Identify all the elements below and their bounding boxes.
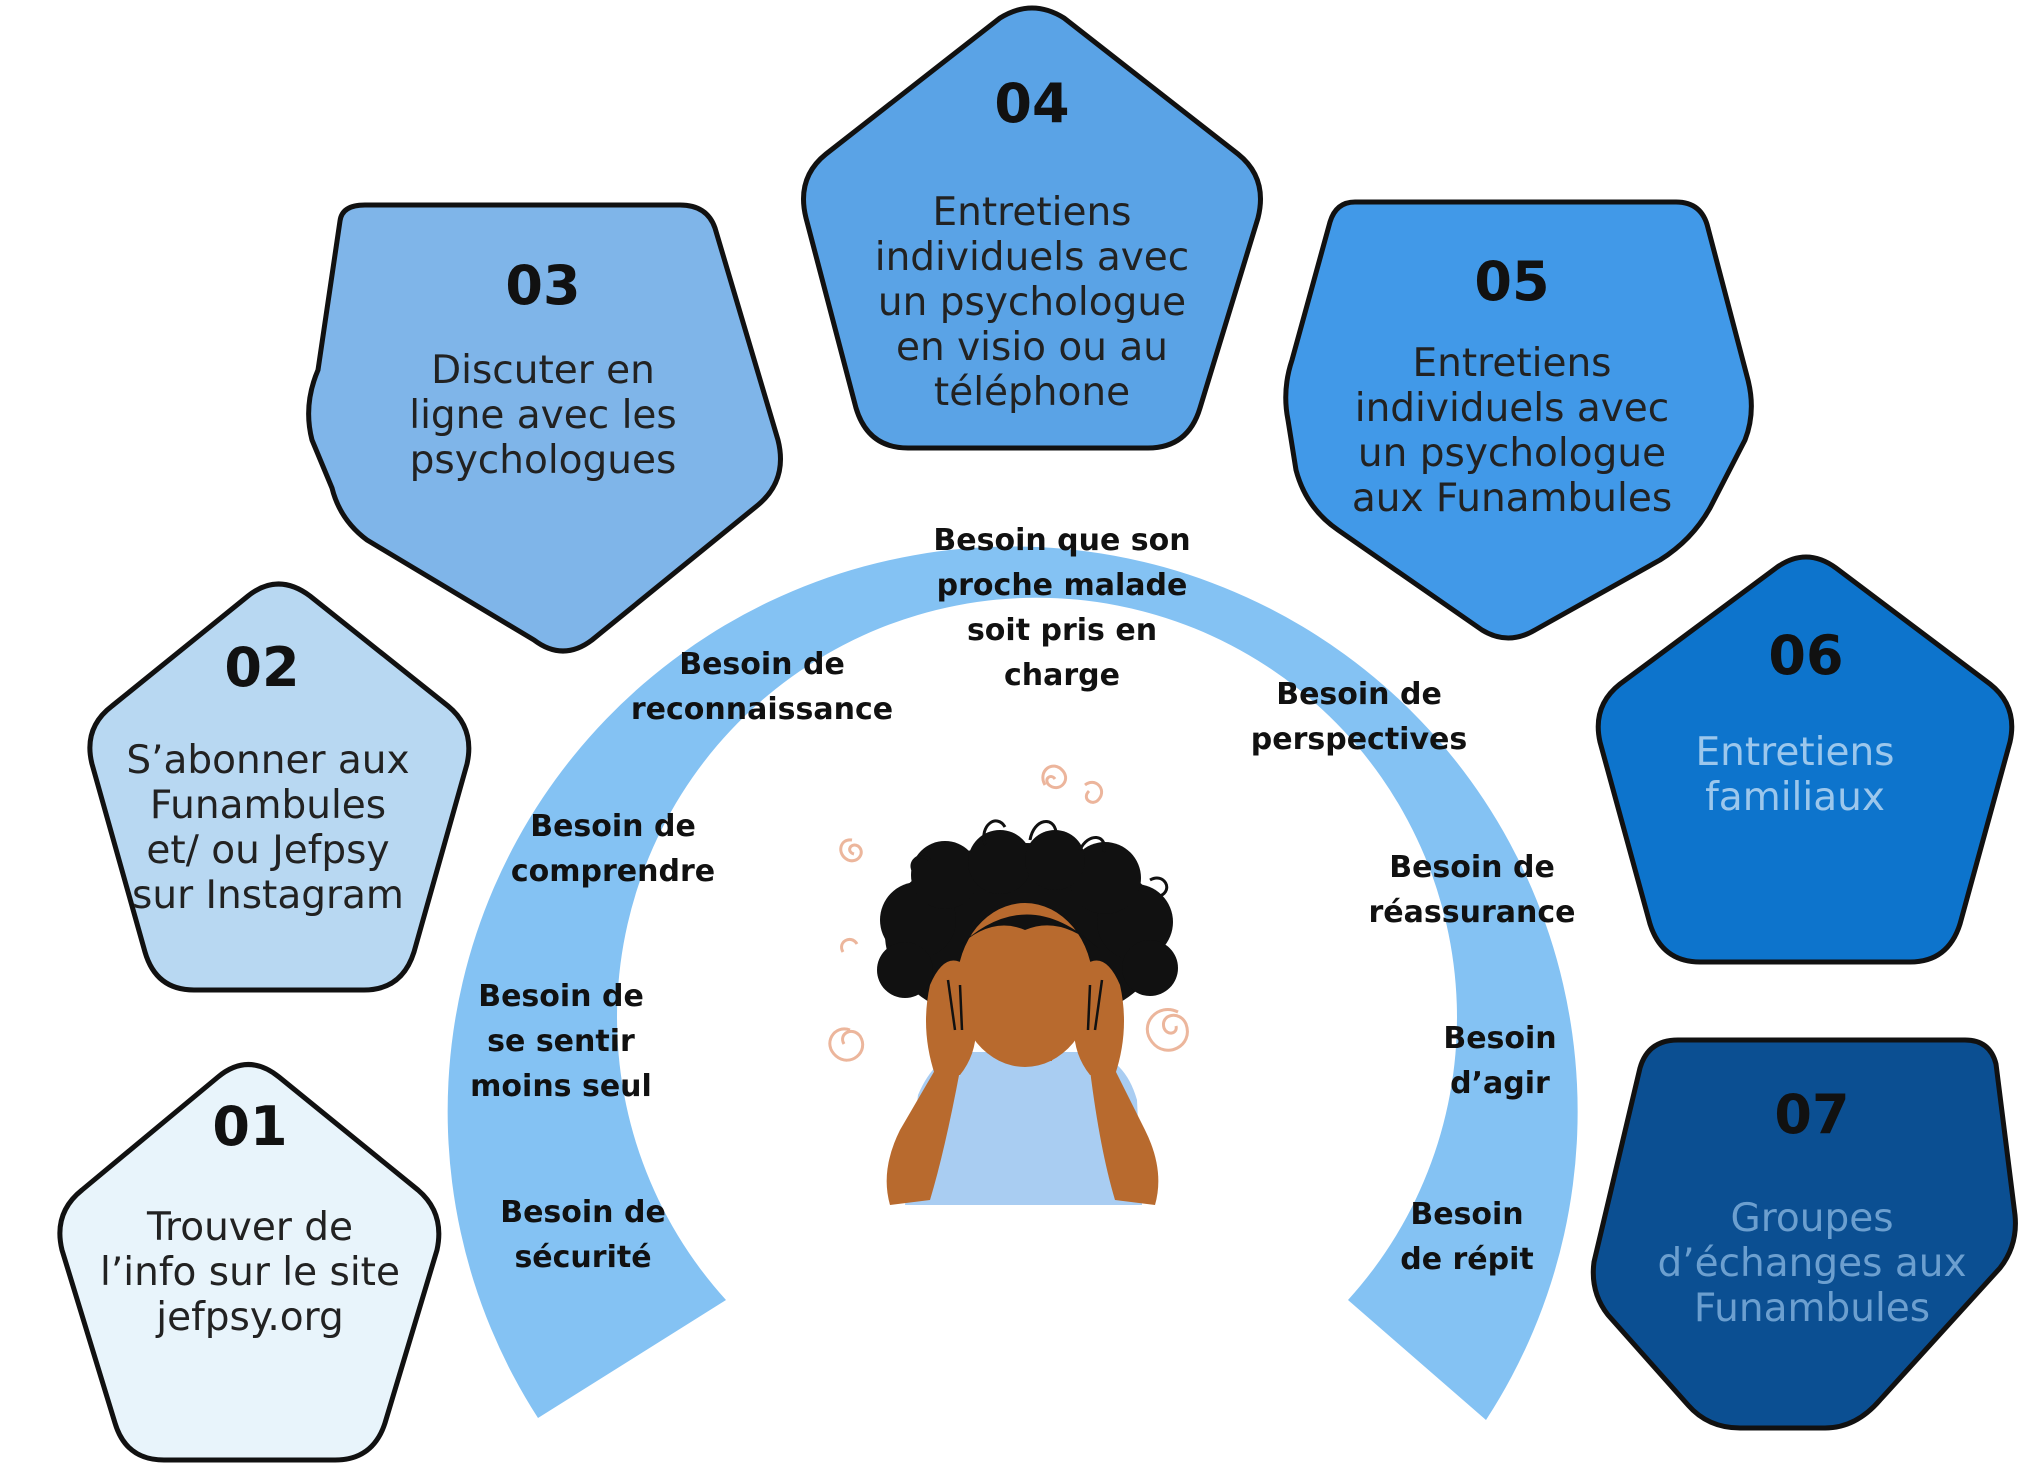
step-number: 02 — [224, 636, 299, 699]
stress-swirls — [828, 764, 1189, 1062]
text-line: Besoin — [1443, 1021, 1556, 1056]
text-line: en visio ou au — [896, 325, 1168, 370]
text-line: proche malade — [937, 568, 1188, 603]
text-line: individuels avec — [1355, 386, 1670, 431]
need-label-reassurance: Besoin de réassurance — [1369, 850, 1576, 930]
arms-shape — [886, 1070, 1159, 1205]
need-label-reconnaissance: Besoin de reconnaissance — [631, 647, 893, 727]
text-line: ligne avec les — [409, 393, 677, 438]
face-bangs — [955, 914, 1098, 950]
text-line: réassurance — [1369, 895, 1576, 930]
text-line: Entretiens — [1413, 341, 1612, 386]
text-line: l’info sur le site — [100, 1250, 400, 1295]
hands-shape — [926, 960, 1124, 1075]
text-line: S’abonner aux — [126, 738, 409, 783]
step-pentagon — [801, 5, 1263, 451]
text-line: de répit — [1400, 1242, 1534, 1277]
text-line: Besoin de — [1276, 677, 1442, 712]
text-line: Besoin de — [679, 647, 845, 682]
step-pentagon — [1283, 199, 1754, 641]
text-line: Entretiens — [933, 190, 1132, 235]
text-line: Besoin de — [1389, 850, 1555, 885]
text-line: charge — [1004, 658, 1120, 693]
text-line: aux Funambules — [1352, 476, 1672, 521]
needs-arc — [447, 546, 1578, 1420]
need-label-comprendre: Besoin de comprendre — [511, 809, 715, 889]
face-shape — [957, 903, 1093, 1067]
need-label-moins-seul: Besoin de se sentir moins seul — [470, 979, 652, 1104]
text-line: familiaux — [1705, 775, 1885, 820]
step-number: 01 — [212, 1095, 287, 1158]
text-line: d’échanges aux — [1657, 1241, 1966, 1286]
finger-lines — [946, 979, 1104, 1031]
text-line: d’agir — [1450, 1066, 1550, 1101]
step-number: 07 — [1774, 1083, 1849, 1146]
need-label-agir: Besoin d’agir — [1443, 1021, 1556, 1101]
text-line: Besoin que son — [933, 523, 1190, 558]
text-line: perspectives — [1251, 722, 1467, 757]
need-label-perspectives: Besoin de perspectives — [1251, 677, 1467, 757]
step-pentagon — [1590, 1037, 2018, 1431]
text-line: Besoin de — [530, 809, 696, 844]
step-pentagon — [57, 1062, 442, 1463]
text-line: Trouver de — [146, 1205, 353, 1250]
text-line: Entretiens — [1696, 730, 1895, 775]
text-line: reconnaissance — [631, 692, 893, 727]
step-number: 04 — [994, 72, 1069, 135]
text-line: sécurité — [514, 1240, 651, 1275]
step-pentagon — [1595, 554, 2015, 965]
shirt-shape — [905, 1052, 1142, 1205]
text-line: jefpsy.org — [155, 1295, 344, 1340]
step-number: 05 — [1474, 250, 1549, 313]
step-number: 03 — [505, 254, 580, 317]
text-line: Funambules — [150, 783, 386, 828]
stressed-person-icon — [877, 819, 1178, 1205]
text-line: Funambules — [1694, 1286, 1930, 1331]
text-line: Besoin — [1410, 1197, 1523, 1232]
text-line: se sentir — [487, 1024, 635, 1059]
step-pentagon — [87, 581, 472, 993]
need-label-securite: Besoin de sécurité — [500, 1195, 666, 1275]
need-label-repit: Besoin de répit — [1400, 1197, 1534, 1277]
text-line: Besoin de — [478, 979, 644, 1014]
need-label-prise-en-charge: Besoin que son proche malade soit pris en c… — [933, 523, 1190, 693]
text-line: Groupes — [1730, 1196, 1893, 1241]
step-number: 06 — [1768, 624, 1843, 687]
text-line: sur Instagram — [132, 873, 404, 918]
text-line: individuels avec — [875, 235, 1190, 280]
text-line: psychologues — [410, 438, 677, 483]
text-line: soit pris en — [967, 613, 1157, 648]
text-line: un psychologue — [878, 280, 1186, 325]
text-line: un psychologue — [1358, 431, 1666, 476]
text-line: Besoin de — [500, 1195, 666, 1230]
text-line: téléphone — [934, 370, 1130, 415]
hair-curls — [910, 819, 1169, 898]
text-line: Discuter en — [431, 348, 655, 393]
text-line: moins seul — [470, 1069, 652, 1104]
step-pentagon — [306, 202, 783, 654]
text-line: comprendre — [511, 854, 715, 889]
text-line: et/ ou Jefpsy — [146, 828, 389, 873]
